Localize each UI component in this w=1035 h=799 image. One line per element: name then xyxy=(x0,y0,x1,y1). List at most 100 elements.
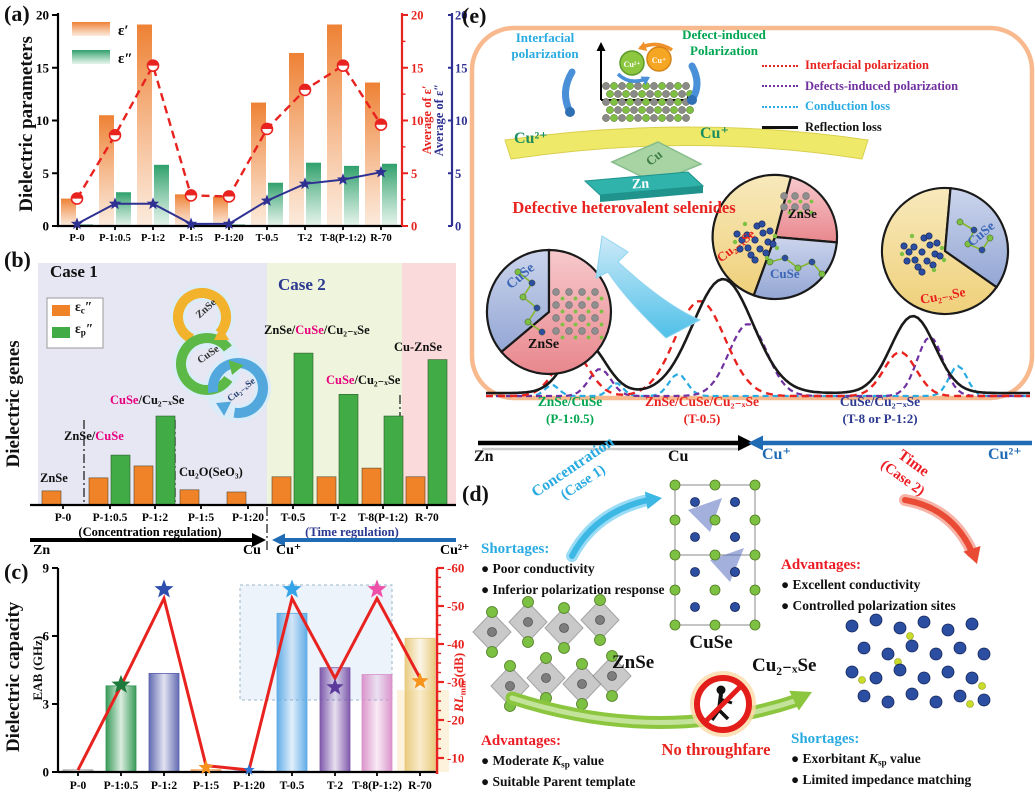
lattice-atom xyxy=(622,90,630,98)
molecule-atom xyxy=(809,210,814,215)
molecule-atom xyxy=(599,335,604,340)
axis-cuplus: Cu⁺ xyxy=(276,543,301,558)
advantages-title: Advantages: xyxy=(781,557,862,573)
molecule-atom xyxy=(905,248,913,256)
cu2plus-text: Cu²⁺ xyxy=(624,60,641,69)
molecule-atom xyxy=(918,248,926,256)
molecule-atom xyxy=(970,226,978,234)
lattice-atom xyxy=(670,90,678,98)
pie-left-znse: ZnSe xyxy=(528,337,560,352)
lattice-atom xyxy=(662,106,670,114)
axis-cu2plus: Cu²⁺ xyxy=(988,446,1022,463)
star-marker xyxy=(184,217,198,230)
tick-label: -20 xyxy=(447,713,464,728)
legend-label: Conduction loss xyxy=(805,99,891,114)
atom-cu xyxy=(977,647,991,661)
atom-se xyxy=(749,584,761,596)
atom-se xyxy=(978,682,986,690)
bar-eps-c xyxy=(226,491,247,506)
molecule-atom xyxy=(573,296,578,301)
legend-swatch-eps-imag xyxy=(72,50,110,64)
molecule-atom xyxy=(591,288,599,296)
legend-row: Conduction loss xyxy=(762,99,958,115)
lattice-atom xyxy=(674,82,682,90)
bar-eps-imag xyxy=(344,165,359,226)
legend-swatch-eps-c xyxy=(52,305,70,316)
molecule-atom xyxy=(599,296,604,301)
arrowhead xyxy=(738,435,754,451)
atom-cu xyxy=(869,671,883,685)
bar-eps-real xyxy=(61,198,76,226)
group-name: ZnSe/CuSe/Cu₂₋ₓSe xyxy=(644,394,760,409)
atom-cu xyxy=(977,693,991,707)
legend-swatch-eps-real xyxy=(72,22,110,36)
atom-cu xyxy=(929,695,943,709)
annotation-cu2oseo3: Cu₂O(SeO₃) xyxy=(179,465,243,479)
arrowhead xyxy=(228,360,244,375)
group-name: ZnSe/CuSe xyxy=(537,394,603,409)
atom-cu xyxy=(857,689,871,703)
lattice-atom xyxy=(650,82,658,90)
atom-se xyxy=(749,479,761,491)
bar-eps-real xyxy=(99,115,114,226)
group-sample: (P-1:0.5) xyxy=(545,410,594,426)
atom-se xyxy=(486,606,498,618)
atom-cu xyxy=(845,619,859,633)
molecule-atom xyxy=(578,314,586,322)
x-tick: T-2 xyxy=(298,233,313,244)
tick-label: 0 xyxy=(43,219,50,234)
lattice-atom xyxy=(634,98,642,106)
molecule-atom xyxy=(978,246,986,254)
panel-b-ylabel: Dielectric genes xyxy=(3,340,25,468)
bar-eps-c xyxy=(271,476,292,506)
lattice-atom xyxy=(610,114,618,122)
bar-eps-real xyxy=(289,52,304,227)
x-tick: P-1:2 xyxy=(151,780,177,792)
star-marker xyxy=(326,678,344,695)
atom-se xyxy=(669,479,681,491)
tick-label: 10 xyxy=(36,113,49,128)
right-axis-label-blue: Average of ε″ xyxy=(432,84,446,156)
lattice-atom xyxy=(678,106,686,114)
bar-eab xyxy=(361,674,393,773)
shortages-bottom: Shortages: ● Exorbitant Ksp value● Limit… xyxy=(791,730,971,790)
bullet-item: ● Suitable Parent template xyxy=(481,774,636,790)
bar-eps-imag xyxy=(306,162,321,226)
molecule-atom xyxy=(732,239,738,245)
x-tick: R-70 xyxy=(370,233,392,244)
x-tick: P-0 xyxy=(69,233,84,244)
lattice-atom xyxy=(630,90,638,98)
comet-tip xyxy=(687,95,697,105)
x-tick: P-1:2 xyxy=(142,512,168,524)
dotted-line-key xyxy=(762,64,798,67)
molecule-atom xyxy=(910,243,918,251)
lattice-atom xyxy=(654,90,662,98)
axis-cuplus: Cu⁺ xyxy=(762,446,791,463)
atom-se xyxy=(858,676,866,684)
molecule-atom xyxy=(751,256,759,264)
shortages-items: ● Exorbitant Ksp value● Limited impedanc… xyxy=(791,749,971,791)
annotation-cu-znse: Cu-ZnSe xyxy=(394,340,442,354)
molecule-atom xyxy=(802,203,810,211)
pie-mid-cuse: CuSe xyxy=(770,266,800,281)
molecule-atom xyxy=(586,335,591,340)
molecule-atom xyxy=(772,233,778,239)
atom-cu xyxy=(953,689,967,703)
panel-b-label: (b) xyxy=(4,247,31,272)
lattice-atom xyxy=(638,90,646,98)
lattice-atom xyxy=(622,106,630,114)
panel-d-art xyxy=(472,479,991,737)
x-tick: P-1:5 xyxy=(179,233,203,244)
star-marker xyxy=(260,194,274,206)
shortages-top: Shortages: ● Poor conductivity● Inferior… xyxy=(481,540,665,601)
lattice-atom xyxy=(650,114,658,122)
molecule-atom xyxy=(911,256,919,264)
bar-eps-c xyxy=(316,476,337,506)
x-tick: T-0.5 xyxy=(280,780,305,792)
arrowhead xyxy=(789,690,812,711)
molecule-atom xyxy=(781,254,789,262)
interfacial-polarization-caption: Interfacial polarization xyxy=(511,30,579,62)
band-cuplus: Cu⁺ xyxy=(700,125,729,142)
molecule-atom xyxy=(733,230,741,238)
atom-cu xyxy=(881,647,895,661)
